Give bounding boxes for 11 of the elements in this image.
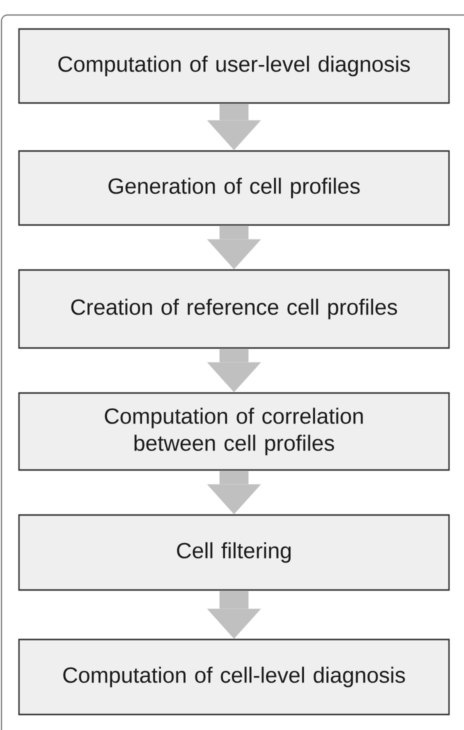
arrow	[207, 590, 261, 639]
process-box: Creation of reference cell profiles	[18, 269, 450, 349]
arrow	[207, 104, 261, 150]
process-box: Cell filtering	[18, 514, 450, 591]
process-box: Computation of user-level diagnosis	[18, 28, 450, 104]
arrow	[207, 348, 261, 392]
process-box: Generation of cell profiles	[18, 150, 450, 226]
arrow	[207, 226, 261, 270]
arrow	[207, 470, 261, 514]
process-box: Computation of correlation between cell profiles	[18, 392, 450, 471]
process-box: Computation of cell-level diagnosis	[18, 638, 450, 716]
